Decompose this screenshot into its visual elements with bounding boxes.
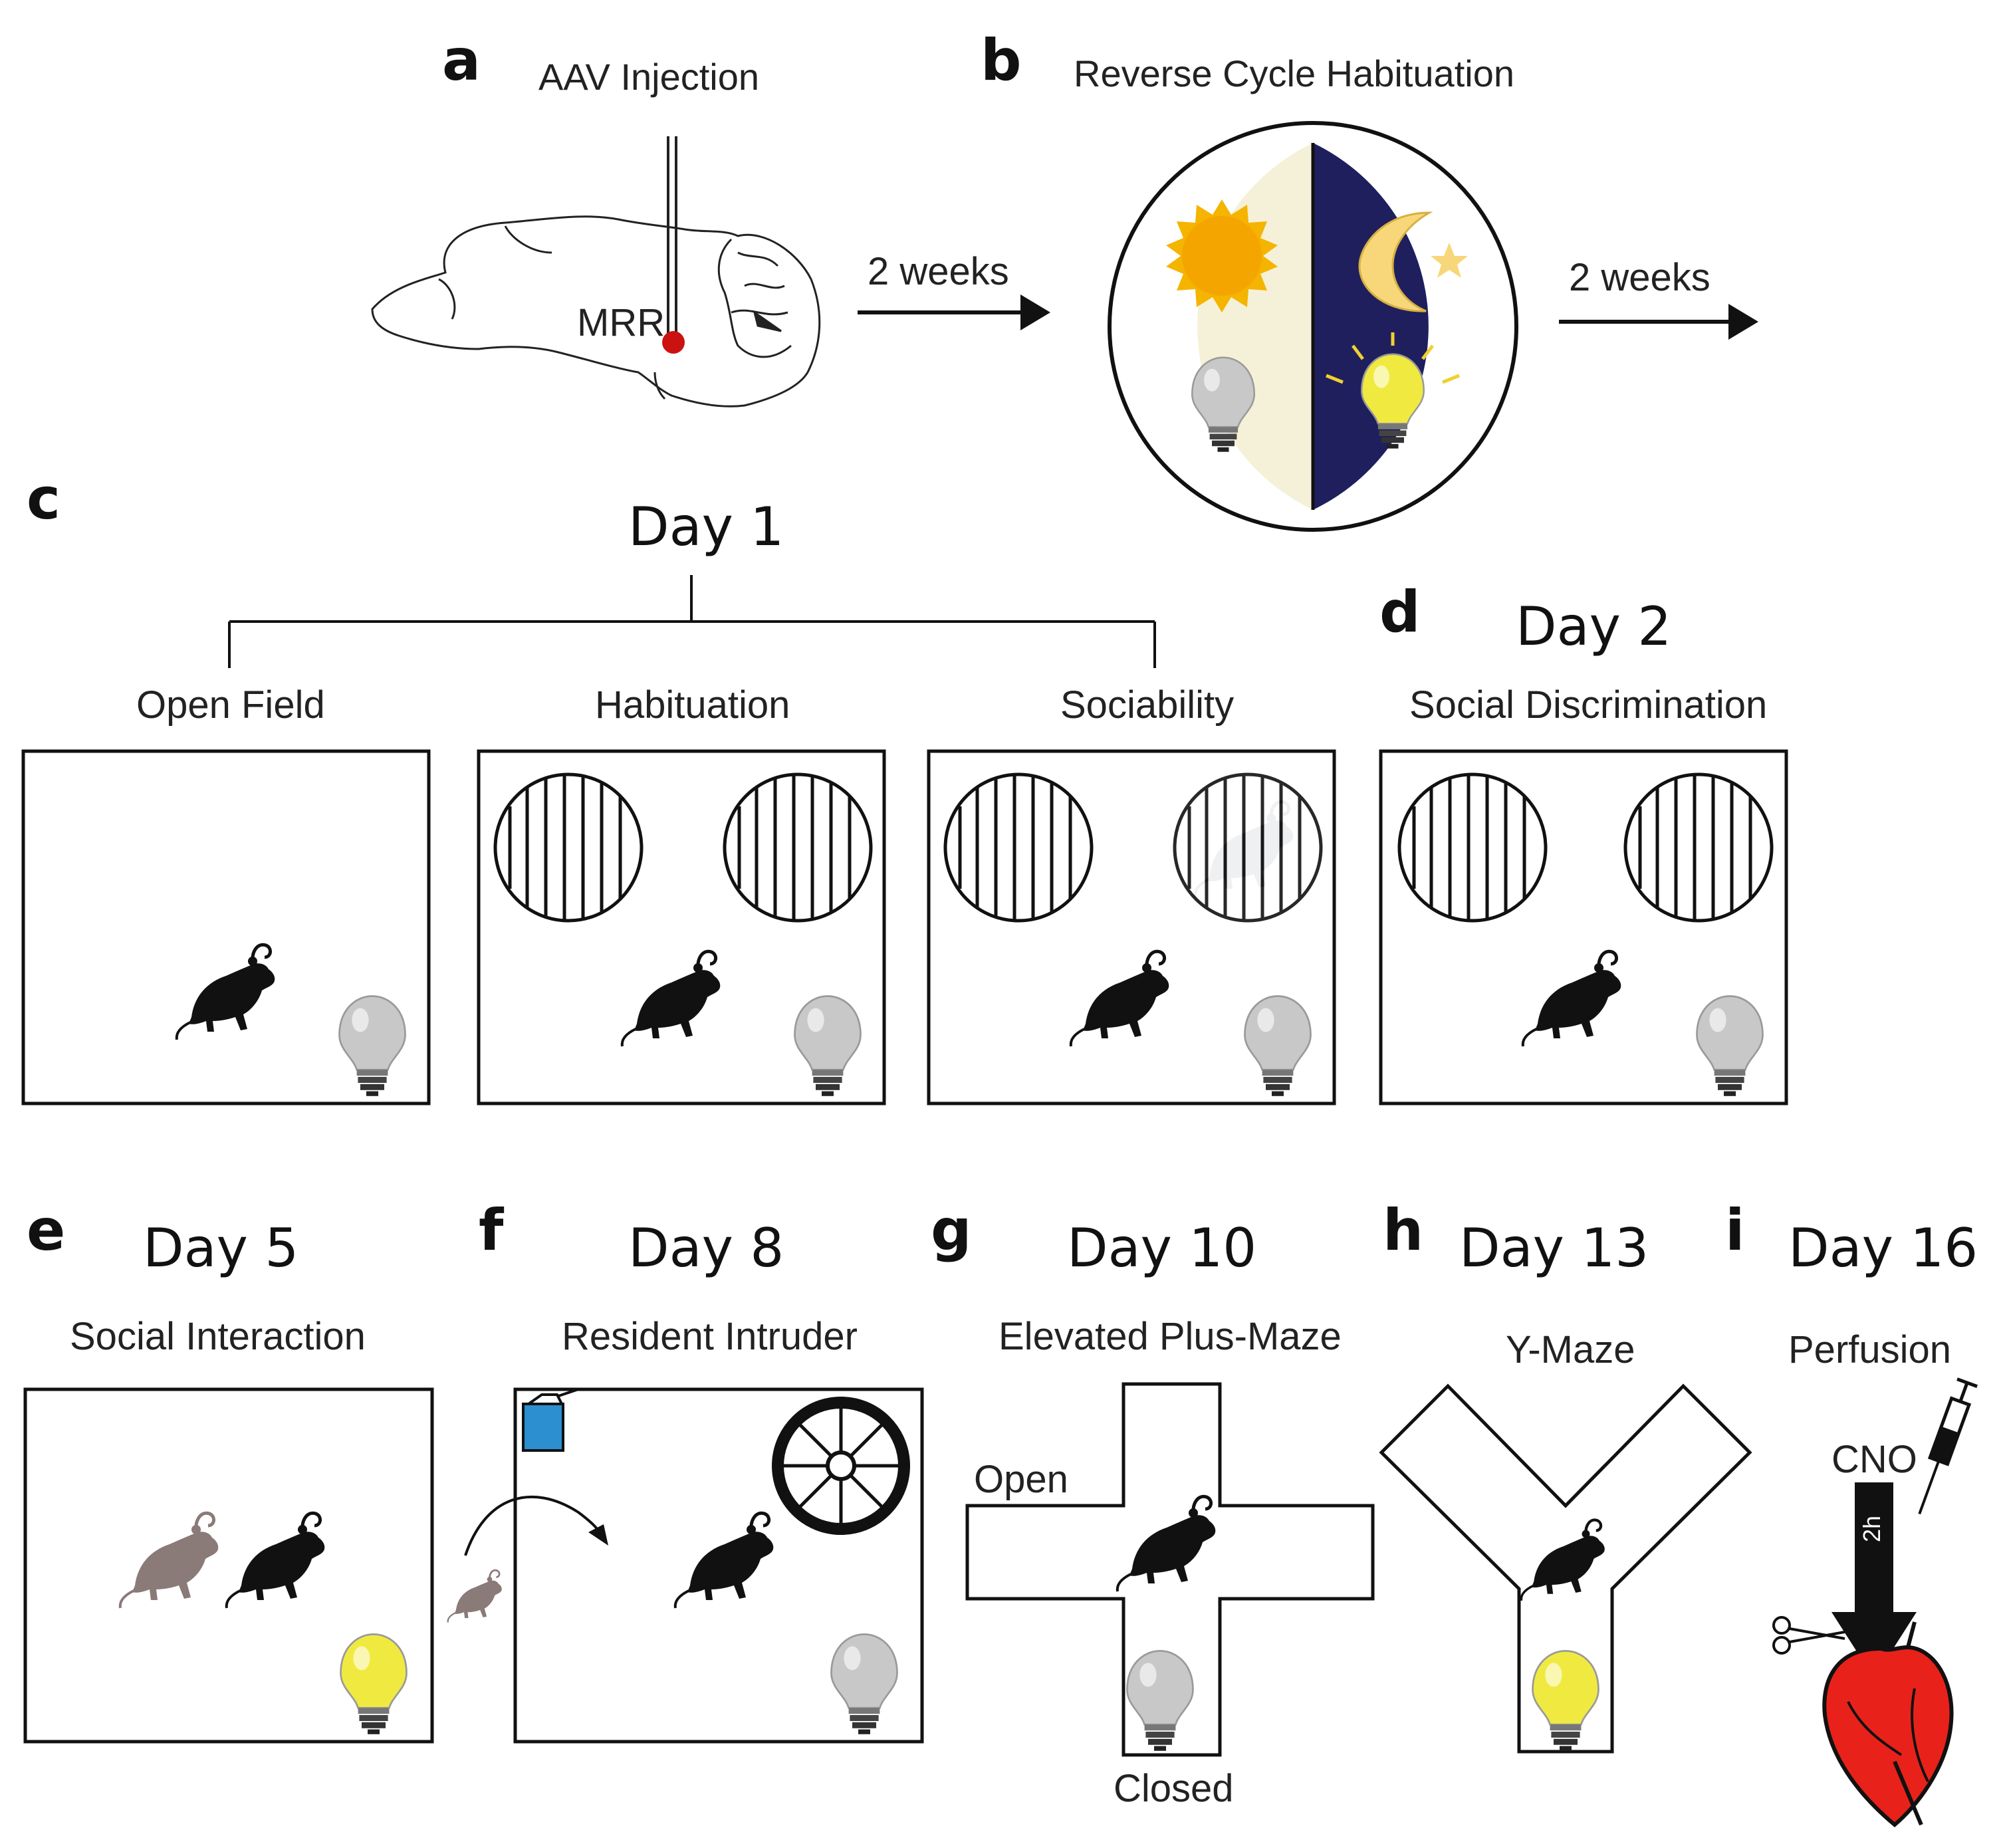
cage-icon	[945, 774, 1092, 921]
habituation-label: Habituation	[595, 683, 790, 727]
day-10-label: Day 10	[1067, 1217, 1256, 1279]
day-1-bracket	[228, 575, 1156, 668]
interval-label-b: 2 weeks	[1569, 256, 1710, 299]
delay-arrow: 2h	[1831, 1482, 1917, 1678]
arrow-b-to-c	[1559, 304, 1758, 340]
panel-letter-e: e	[27, 1197, 65, 1264]
panel-b: b Reverse Cycle Habituation	[981, 27, 1758, 532]
panel-letter-c: c	[27, 466, 60, 532]
panel-letter-d: d	[1379, 579, 1421, 645]
panel-letter-a: a	[442, 27, 481, 94]
heart-icon	[1822, 1615, 1954, 1827]
sun-icon	[1166, 199, 1278, 312]
cage-icon	[1399, 774, 1546, 921]
injection-site-dot	[662, 331, 685, 354]
panel-letter-g: g	[931, 1197, 972, 1264]
day-1-label: Day 1	[628, 496, 784, 558]
light-bulb-icon	[1326, 332, 1460, 449]
panel-a: a AAV Injection MRR 2 weeks	[371, 27, 1050, 407]
panel-letter-h: h	[1383, 1197, 1423, 1264]
day-2-label: Day 2	[1516, 596, 1671, 657]
brain-icon	[371, 215, 821, 407]
arrow-a-to-b	[858, 294, 1050, 330]
panel-f: f Day 8 Resident Intruder	[447, 1197, 924, 1744]
panel-c: c Day 1 Open Field Habituation Sociabili…	[21, 466, 1336, 1105]
day-8-label: Day 8	[628, 1217, 784, 1279]
elevated-plus-maze-label: Elevated Plus-Maze	[999, 1315, 1342, 1358]
panel-a-title: AAV Injection	[538, 56, 759, 98]
panel-h: h Day 13 Y-Maze	[1379, 1197, 1752, 1754]
caged-novel-mouse	[1625, 774, 1772, 921]
syringe-needle-icon	[667, 136, 677, 339]
running-wheel-icon	[772, 1397, 910, 1535]
cage-icon	[495, 774, 642, 921]
panel-letter-b: b	[981, 27, 1022, 94]
social-discrimination-label: Social Discrimination	[1409, 683, 1767, 727]
delay-label: 2h	[1858, 1516, 1885, 1542]
closed-arm-label: Closed	[1114, 1767, 1234, 1810]
light-dark-cycle-circle	[1108, 121, 1518, 532]
scissors-icon	[1772, 1616, 1845, 1655]
panel-e: e Day 5 Social Interaction	[23, 1197, 434, 1744]
social-interaction-label: Social Interaction	[70, 1315, 366, 1358]
panel-letter-i: i	[1725, 1197, 1744, 1264]
caged-familiar-mouse	[1399, 774, 1546, 921]
open-field-label: Open Field	[136, 683, 325, 727]
mouse-icon	[447, 1569, 503, 1624]
panel-b-title: Reverse Cycle Habituation	[1074, 53, 1514, 94]
panel-letter-f: f	[479, 1197, 505, 1264]
panel-i: i Day 16 Perfusion CNO 2h	[1725, 1197, 1978, 1827]
panel-d: d Day 2 Social Discrimination	[1379, 579, 1788, 1105]
resident-intruder-label: Resident Intruder	[562, 1315, 858, 1358]
open-arm-label: Open	[974, 1458, 1068, 1501]
perfusion-label: Perfusion	[1788, 1328, 1951, 1371]
moon-star-icon	[1358, 211, 1468, 312]
caged-stimulus-mouse	[1175, 774, 1321, 921]
mrr-label: MRR	[577, 301, 665, 344]
panel-g: g Day 10 Elevated Plus-Maze Open Closed	[931, 1197, 1375, 1810]
water-bottle-icon	[522, 1388, 579, 1452]
syringe-icon	[1918, 1377, 1978, 1515]
day-5-label: Day 5	[143, 1217, 298, 1279]
cage-icon	[1625, 774, 1772, 921]
cage-icon	[1175, 774, 1321, 921]
y-maze-label: Y-Maze	[1506, 1328, 1635, 1371]
cage-icon	[725, 774, 871, 921]
interval-label-a: 2 weeks	[868, 250, 1009, 293]
day-13-label: Day 13	[1459, 1217, 1649, 1279]
sociability-label: Sociability	[1060, 683, 1234, 727]
intruder-arrow	[464, 1496, 608, 1556]
day-16-label: Day 16	[1788, 1217, 1978, 1279]
cno-label: CNO	[1831, 1438, 1917, 1481]
